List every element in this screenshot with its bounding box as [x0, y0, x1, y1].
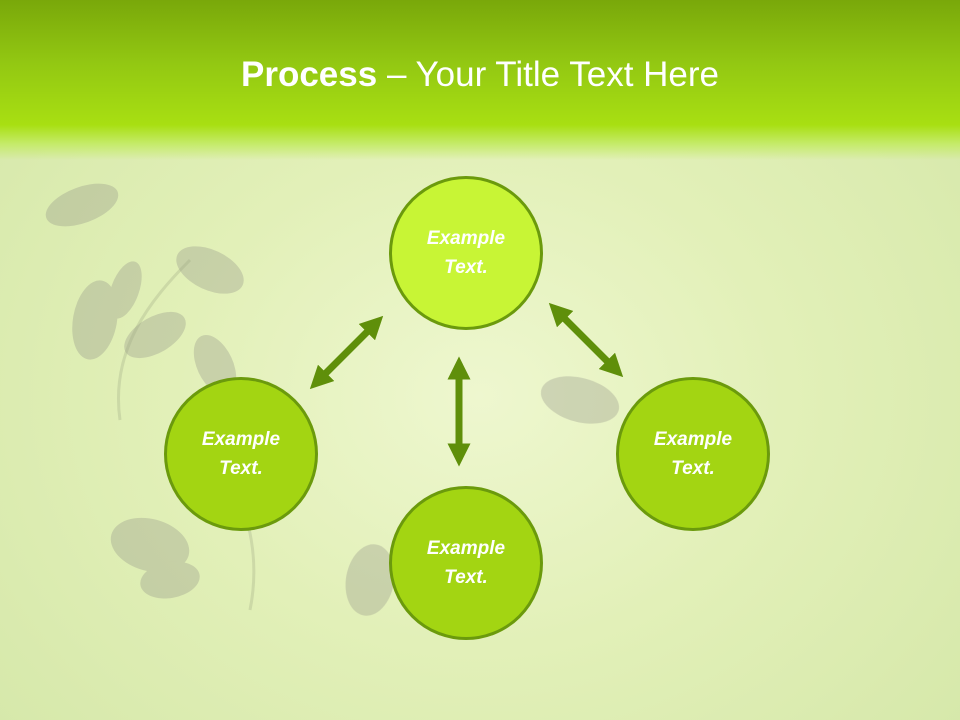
node-label: Example Text. — [426, 538, 506, 588]
title-rest: – Your Title Text Here — [377, 55, 719, 94]
title-bar: Process – Your Title Text Here — [0, 0, 960, 160]
process-node-top[interactable]: Example Text. — [389, 176, 543, 330]
node-label: Example Text. — [653, 429, 733, 479]
process-node-right[interactable]: Example Text. — [616, 377, 770, 531]
process-node-left[interactable]: Example Text. — [164, 377, 318, 531]
double-arrow-top-left — [309, 315, 384, 390]
node-label: Example Text. — [201, 429, 281, 479]
node-label: Example Text. — [426, 228, 506, 278]
slide-title: Process – Your Title Text Here — [0, 52, 960, 98]
title-emphasis: Process — [241, 55, 378, 94]
process-node-bottom[interactable]: Example Text. — [389, 486, 543, 640]
double-arrow-top-right — [548, 302, 624, 378]
